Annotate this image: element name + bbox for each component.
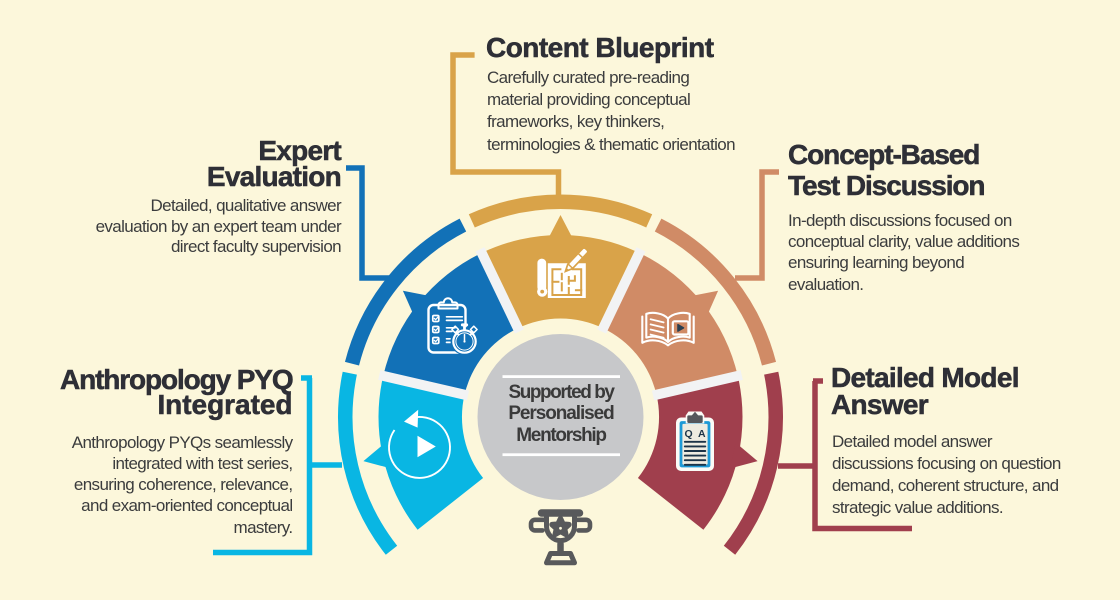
svg-text:A: A [698,428,706,440]
svg-text:Q: Q [685,428,693,440]
